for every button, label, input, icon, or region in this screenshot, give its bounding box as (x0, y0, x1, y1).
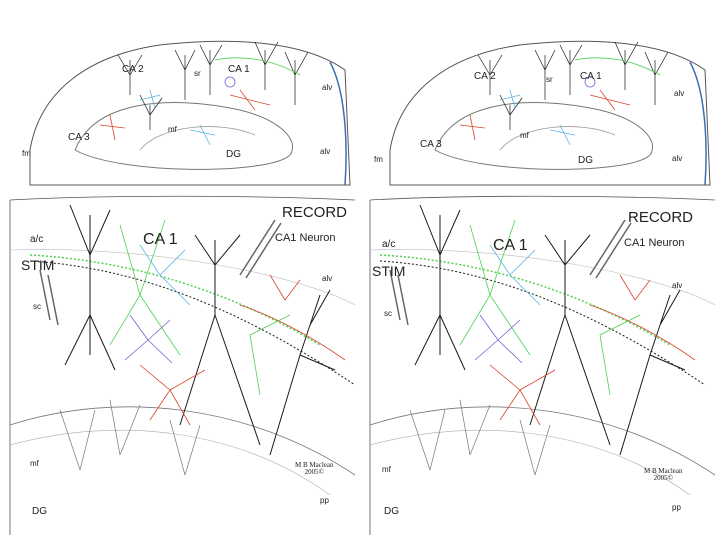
label-ac: a/c (30, 234, 44, 245)
stim-electrode (39, 269, 59, 326)
signature-right: M B Maclean 2005© (644, 468, 683, 482)
signature-year: 2005© (304, 468, 324, 476)
cyan-neuron (139, 244, 191, 306)
inner-curve (74, 102, 293, 170)
blue-edge (329, 61, 347, 186)
label-sr: sr (194, 69, 201, 78)
label-fm: fm (22, 149, 31, 158)
pyramidal-neuron-black-3 (269, 289, 336, 456)
hippocampus-outline (29, 40, 351, 186)
green-neuron (109, 219, 291, 396)
label-stim-right: STIM (372, 263, 406, 279)
signature-name: M B Maclean (295, 461, 334, 469)
pyramidal-neurons-black (117, 41, 309, 130)
label-record-right: RECORD (628, 209, 694, 226)
overview-schematic-right (389, 40, 711, 186)
pyramidal-neuron-black-2 (179, 234, 261, 446)
label-stim: STIM (21, 257, 55, 273)
label-record-sub-right: CA1 Neuron (624, 237, 685, 249)
layer-curve-1 (9, 249, 356, 306)
label-alv-detail-right: alv (672, 281, 683, 290)
overview-schematic (29, 40, 351, 186)
label-ca1-overview: CA 1 (228, 64, 250, 75)
label-dg-overview-right: DG (578, 155, 593, 166)
neurons-colored (99, 57, 301, 146)
label-alv-overview-top: alv (322, 83, 333, 92)
red-neurons (139, 274, 346, 426)
signature-name-right: M B Maclean (644, 467, 683, 475)
label-mf-detail-right: mf (382, 465, 391, 474)
label-alv-detail: alv (322, 274, 333, 283)
label-record: RECORD (282, 204, 348, 221)
label-pp: pp (320, 496, 329, 505)
label-alv-overview-bottom: alv (320, 147, 331, 156)
detail-outline-top (9, 195, 356, 201)
label-fm-right: fm (374, 155, 383, 164)
axon-dotted-black (29, 260, 356, 386)
detail-schematic (9, 195, 356, 535)
label-ca1-overview-right: CA 1 (580, 71, 602, 82)
label-ac-right: a/c (382, 239, 396, 250)
purple-neuron (124, 314, 173, 364)
label-ca3: CA 3 (68, 132, 90, 143)
detail-schematic-right (369, 195, 716, 535)
right-stereo-half: CA 2 CA 1 CA 3 mf DG fm alv alv sr (360, 0, 720, 540)
label-dg-detail-right: DG (384, 506, 399, 517)
pyramidal-neuron-black-1 (64, 204, 116, 371)
label-mf-overview: mf (168, 125, 177, 134)
dg-neurons (59, 399, 201, 476)
label-mf-detail: mf (30, 459, 39, 468)
label-ca3-right: CA 3 (420, 139, 442, 150)
label-alv-overview-top-right: alv (674, 89, 685, 98)
dg-curve (139, 126, 256, 151)
left-stereo-half: CA 2 CA 1 CA 3 mf DG fm alv alv sr (9, 40, 356, 535)
label-ca2: CA 2 (122, 64, 144, 75)
layer-curve-3 (9, 429, 331, 496)
signature: M B Maclean 2005© (295, 462, 334, 476)
label-alv-overview-bottom-right: alv (672, 154, 683, 163)
label-sc: sc (33, 302, 41, 311)
label-ca1-detail-right: CA 1 (493, 237, 528, 254)
record-electrode (239, 219, 282, 279)
label-sr-right: sr (546, 75, 553, 84)
axon-dotted-green (29, 254, 321, 346)
label-mf-overview-right: mf (520, 131, 529, 140)
label-ca2-right: CA 2 (474, 71, 496, 82)
label-dg-detail: DG (32, 506, 47, 517)
label-record-sub: CA1 Neuron (275, 232, 336, 244)
label-sc-right: sc (384, 309, 392, 318)
label-dg-overview: DG (226, 149, 241, 160)
label-pp-right: pp (672, 503, 681, 512)
signature-year-right: 2005© (653, 474, 673, 482)
label-ca1-detail: CA 1 (143, 231, 178, 248)
